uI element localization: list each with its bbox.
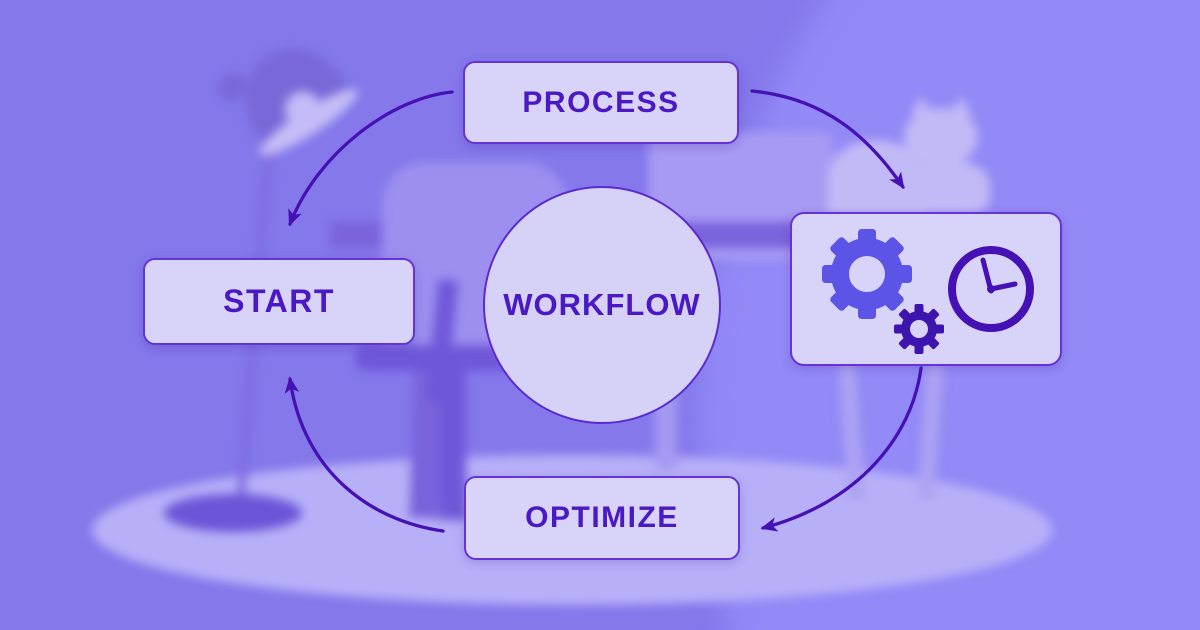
workflow-hub: WORKFLOW: [483, 186, 721, 424]
node-start: START: [143, 258, 415, 345]
node-optimize: OPTIMIZE: [464, 476, 740, 560]
node-process-label: PROCESS: [522, 85, 680, 119]
cat-illustration: [900, 96, 996, 214]
node-process: PROCESS: [463, 61, 739, 144]
clock-icon: [948, 246, 1034, 332]
node-optimize-label: OPTIMIZE: [525, 501, 679, 534]
node-start-label: START: [223, 283, 335, 319]
automation-panel: [790, 212, 1062, 366]
gear-small-icon: [894, 304, 944, 354]
arrow-process-to-start: [288, 90, 454, 227]
lamp-base-illustration: [164, 494, 302, 532]
arrow-process-to-tools: [750, 89, 905, 190]
gear-large-icon: [822, 229, 912, 319]
arrow-optimize-to-start: [284, 376, 445, 533]
arrow-tools-to-optimize: [760, 366, 923, 532]
workflow-hub-label: WORKFLOW: [503, 287, 701, 322]
